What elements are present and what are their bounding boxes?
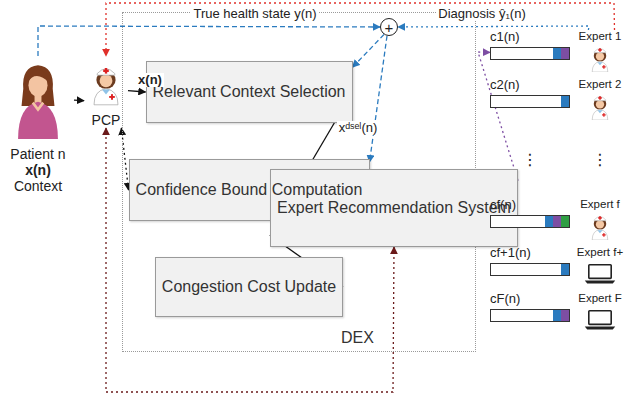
node-label: Context — [14, 178, 62, 194]
connector — [74, 100, 84, 102]
patient: Patient nx(n)Context — [2, 56, 74, 194]
queue-bar — [490, 47, 570, 60]
queue-bar — [490, 215, 570, 228]
node-label: Congestion Cost Update — [156, 278, 342, 296]
connector — [478, 52, 518, 181]
queue-item — [553, 216, 561, 227]
connector — [106, 128, 394, 392]
queue-label: cf+1(n) — [490, 246, 570, 261]
queue-item — [561, 310, 569, 321]
queue-item — [553, 48, 561, 59]
node-label: Expert 1 — [571, 30, 629, 43]
queue: c2(n) — [490, 78, 570, 110]
doctor-icon — [592, 216, 608, 240]
region-label: DEX — [341, 329, 374, 347]
doctor-icon — [592, 96, 608, 120]
queue-item — [545, 216, 553, 227]
queue-bar — [490, 309, 570, 322]
expert: Expert f+ — [571, 246, 629, 288]
laptop-icon — [585, 311, 615, 330]
edge-label: x(n) — [136, 73, 164, 88]
queue-item — [561, 48, 569, 59]
node-label: Patient n — [10, 146, 65, 162]
queue: c1(n) — [490, 30, 570, 62]
queue-label: c1(n) — [490, 30, 570, 45]
node-label: Expert 2 — [571, 78, 629, 91]
node-label: Expert f+ — [571, 246, 629, 259]
expert: Expert 1 — [571, 30, 629, 72]
queue-bar — [490, 263, 570, 276]
node-label: Expert Recommendation System — [271, 199, 517, 217]
connector — [353, 35, 384, 68]
connector — [128, 91, 146, 92]
laptop-icon — [585, 265, 615, 284]
queue-bar — [490, 95, 570, 108]
node-label: Relevant Context Selection — [147, 83, 352, 101]
node-label: Expert F — [571, 292, 629, 305]
expert: Expert F — [571, 292, 629, 334]
queue-item — [561, 96, 569, 107]
queue: cF(n) — [490, 292, 570, 324]
doctor-icon — [94, 68, 118, 105]
expert: Expert f — [571, 198, 629, 240]
queue: cf+1(n) — [490, 246, 570, 278]
queue-label: c2(n) — [490, 78, 570, 93]
edge-label: True health state y(n) — [191, 7, 318, 22]
node-label: Confidence Bound Computation — [130, 181, 369, 199]
connector — [38, 26, 380, 56]
node-label: x(n) — [25, 162, 51, 178]
sum-circle: + — [380, 18, 398, 36]
node-label: Expert f — [571, 198, 629, 211]
edge-label: Diagnosis ŷ₁(n) — [436, 7, 527, 22]
queue-label: cF(n) — [490, 292, 570, 307]
doctor-icon — [592, 48, 608, 72]
node-label: PCP — [92, 112, 121, 128]
ellipsis-mark: ⋮ — [590, 151, 610, 169]
queue-item — [561, 264, 569, 275]
process-box: Expert Recommendation System — [270, 169, 518, 247]
edge-label: xᵈˢᵉˡ(n) — [337, 121, 380, 136]
queue-item — [561, 216, 569, 227]
patient-icon — [18, 65, 58, 139]
process-box: Relevant Context Selection — [146, 61, 353, 123]
connector — [370, 36, 388, 162]
expert: Expert 2 — [571, 78, 629, 120]
ellipsis-mark: ⋮ — [520, 151, 540, 169]
node-label: + — [380, 18, 398, 36]
queue-label: cf(n) — [490, 198, 570, 213]
process-box: Congestion Cost Update — [155, 257, 343, 317]
system-region: DEX + Relevant Context SelectionConfidence… — [122, 12, 476, 352]
queue-item — [553, 310, 561, 321]
